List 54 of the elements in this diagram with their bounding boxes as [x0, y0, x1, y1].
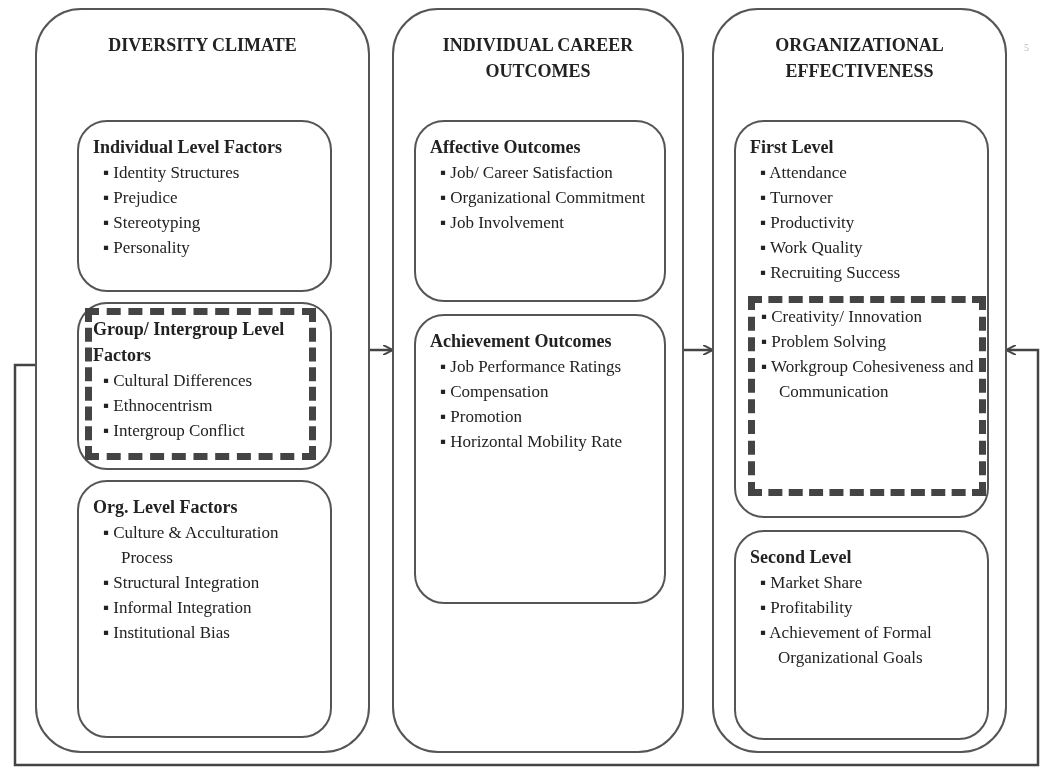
column-title: ORGANIZATIONAL EFFECTIVENESS: [774, 34, 945, 83]
bullet-item: ▪ Recruiting Success: [760, 262, 902, 284]
bullet-item: ▪ Stereotyping: [103, 212, 202, 234]
bullet-item: ▪ Job Involvement: [440, 212, 566, 234]
bullet-item: ▪ Compensation: [440, 381, 550, 403]
bullet-item: ▪ Achievement of Formal Organizational Goals: [760, 622, 933, 669]
bullet-item: ▪ Profitability: [760, 597, 854, 619]
column-panel: [35, 8, 370, 753]
box-heading: Second Level: [750, 546, 853, 569]
bullet-item: ▪ Market Share: [760, 572, 864, 594]
bullet-item: ▪ Horizontal Mobility Rate: [440, 431, 624, 453]
bullet-item: ▪ Workgroup Cohesiveness and Communication: [761, 356, 975, 403]
bullet-item: ▪ Structural Integration: [103, 572, 261, 594]
bullet-item: ▪ Culture & Acculturation Process: [103, 522, 280, 569]
box-heading: Group/ Intergroup Level Factors: [93, 318, 286, 367]
bullet-item: ▪ Prejudice: [103, 187, 179, 209]
bullet-item: ▪ Job Performance Ratings: [440, 356, 623, 378]
arrow: [684, 344, 714, 356]
factor-box: [734, 530, 989, 740]
factor-box: [414, 314, 666, 604]
bullet-item: ▪ Creativity/ Innovation: [761, 306, 923, 328]
box-heading: Individual Level Factors: [93, 136, 283, 159]
factor-box: [77, 480, 332, 738]
box-heading: First Level: [750, 136, 835, 159]
page-number: 5: [1024, 41, 1029, 55]
box-heading: Achievement Outcomes: [430, 330, 613, 353]
bullet-item: ▪ Work Quality: [760, 237, 864, 259]
bullet-item: ▪ Institutional Bias: [103, 622, 231, 644]
box-heading: Affective Outcomes: [430, 136, 582, 159]
column-title: DIVERSITY CLIMATE: [107, 34, 298, 57]
bullet-item: ▪ Problem Solving: [761, 331, 888, 353]
box-heading: Org. Level Factors: [93, 496, 239, 519]
bullet-item: ▪ Personality: [103, 237, 191, 259]
bullet-item: ▪ Promotion: [440, 406, 524, 428]
bullet-item: ▪ Productivity: [760, 212, 856, 234]
bullet-item: ▪ Cultural Differences: [103, 370, 254, 392]
factor-box: [77, 302, 332, 470]
column-title: INDIVIDUAL CAREER OUTCOMES: [441, 34, 635, 83]
factor-box: [414, 120, 666, 302]
bullet-item: ▪ Job/ Career Satisfaction: [440, 162, 614, 184]
factor-box: [77, 120, 332, 292]
arrow: [13, 344, 1040, 767]
arrow: [370, 344, 394, 356]
bullet-item: ▪ Ethnocentrism: [103, 395, 214, 417]
bullet-item: ▪ Organizational Commitment: [440, 187, 646, 209]
bullet-item: ▪ Informal Integration: [103, 597, 253, 619]
bullet-item: ▪ Intergroup Conflict: [103, 420, 246, 442]
bullet-item: ▪ Attendance: [760, 162, 848, 184]
factor-box: [734, 120, 989, 518]
column-panel: [712, 8, 1007, 753]
bullet-item: ▪ Identity Structures: [103, 162, 241, 184]
bullet-item: ▪ Turnover: [760, 187, 834, 209]
column-panel: [392, 8, 684, 753]
dashed-highlight-box: [748, 296, 986, 496]
